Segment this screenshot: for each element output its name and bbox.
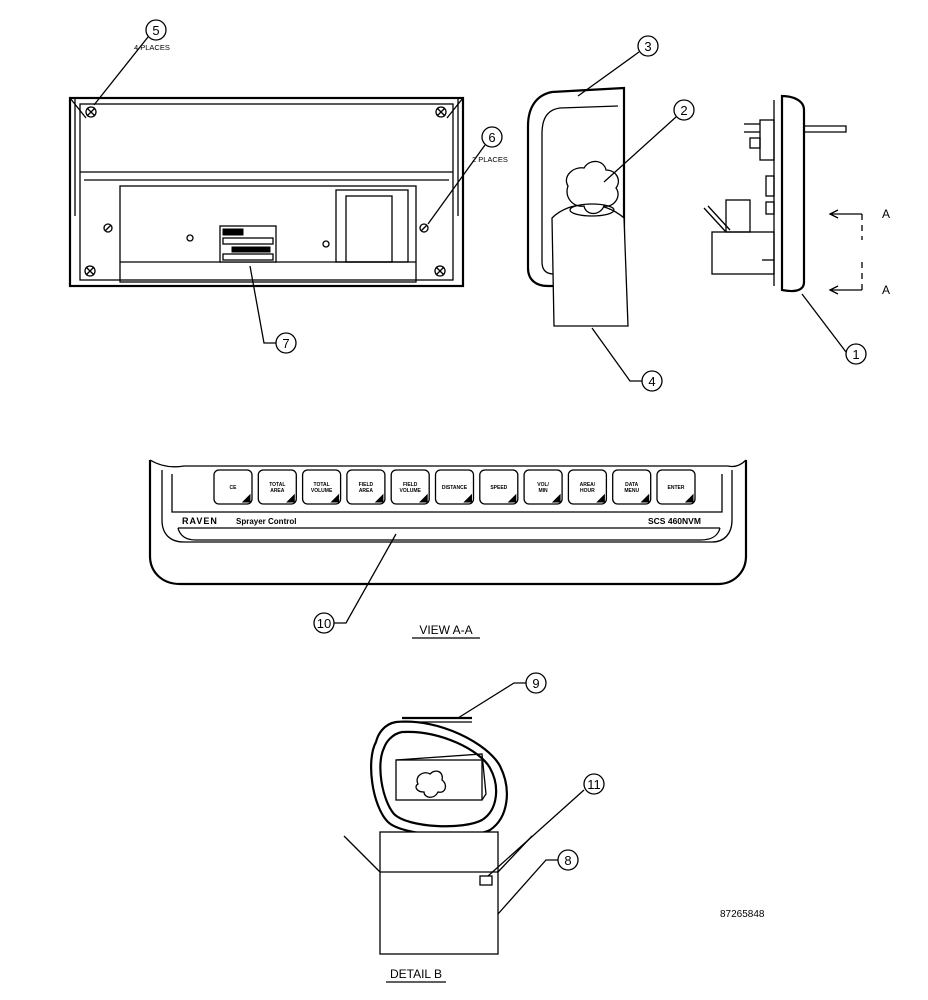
callout-4: 4: [591, 327, 663, 392]
keypad-key-label: DISTANCE: [442, 485, 468, 491]
keypad-key-label: AREA/HOUR: [580, 482, 596, 494]
callout-5-number: 5: [152, 23, 159, 38]
console-side-view: [703, 94, 847, 293]
callout-9-number: 9: [532, 676, 539, 691]
callout-6: 6 2 PLACES: [427, 126, 508, 225]
key-corner-mark: [596, 493, 605, 503]
keypad-key-8[interactable]: VOL/MIN: [523, 469, 563, 505]
serial-label: [219, 225, 277, 263]
callout-1-number: 1: [852, 347, 859, 362]
keypad-key-6[interactable]: DISTANCE: [434, 469, 475, 505]
callout-3: 3: [577, 35, 659, 97]
callout-2: 2: [603, 99, 695, 183]
detail-b: [343, 716, 533, 955]
keypad-model: SCS 460NVM: [648, 516, 701, 526]
keypad-key-label: CE: [230, 485, 238, 491]
side-view: [526, 86, 629, 327]
callout-1: 1: [801, 293, 867, 365]
screw-5-tl: [85, 106, 97, 118]
keypad-brand: RAVEN: [182, 516, 218, 526]
callout-11: 11: [487, 773, 605, 877]
callout-10: 10: [313, 533, 397, 634]
key-corner-mark: [551, 493, 561, 503]
key-corner-mark: [330, 493, 340, 503]
callout-10-number: 10: [317, 616, 331, 631]
callout-8-number: 8: [564, 853, 571, 868]
screw-5-tr: [435, 106, 447, 118]
callout-4-number: 4: [648, 374, 655, 389]
callout-6-number: 6: [488, 130, 495, 145]
section-arrow-bottom-label: A: [882, 283, 890, 297]
view-aa-caption: VIEW A-A: [419, 623, 472, 637]
callout-5-note: 4 PLACES: [134, 43, 170, 52]
key-corner-mark: [286, 493, 295, 503]
keypad-key-9[interactable]: AREA/HOUR: [567, 469, 608, 505]
drawing-number: 87265848: [720, 909, 765, 920]
keypad-subtitle: Sprayer Control: [236, 517, 296, 526]
callout-2-number: 2: [680, 103, 687, 118]
screw-5-bl: [84, 265, 96, 277]
callout-7-number: 7: [282, 336, 289, 351]
callout-8: 8: [497, 849, 579, 915]
keypad-key-label: SPEED: [490, 485, 507, 491]
keypad-key-label: ENTER: [668, 485, 685, 491]
key-corner-mark: [418, 493, 428, 503]
callout-3-number: 3: [644, 39, 651, 54]
callout-6-note: 2 PLACES: [472, 155, 508, 164]
key-corner-mark: [507, 493, 517, 503]
key-corner-mark: [684, 493, 694, 503]
callout-7: 7: [249, 265, 297, 354]
callout-5: 5 4 PLACES: [93, 19, 170, 106]
key-corner-mark: [374, 493, 384, 503]
key-corner-mark: [241, 493, 251, 503]
keypad-view: [148, 459, 748, 586]
rear-view: [68, 96, 465, 288]
screw-5-br: [434, 265, 446, 277]
callout-9: 9: [457, 672, 547, 719]
callout-11-number: 11: [587, 777, 601, 792]
keypad-key-1[interactable]: CE: [213, 469, 253, 505]
section-a-arrows: A A: [828, 207, 890, 297]
key-corner-mark: [463, 493, 472, 503]
key-corner-mark: [640, 493, 650, 503]
section-arrow-top-label: A: [882, 207, 890, 221]
keypad-key-7[interactable]: SPEED: [479, 469, 519, 505]
detail-b-caption: DETAIL B: [390, 967, 442, 981]
keypad-key-11[interactable]: ENTER: [656, 469, 696, 505]
keypad-key-label: VOL/MIN: [537, 482, 549, 494]
